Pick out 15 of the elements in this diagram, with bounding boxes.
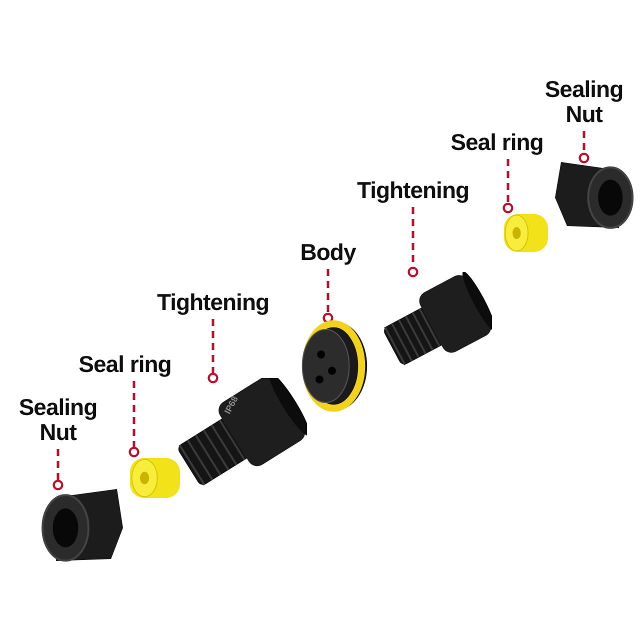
leader-line bbox=[408, 207, 418, 278]
part-label: Tightening bbox=[348, 178, 478, 203]
leader-line bbox=[128, 381, 140, 458]
part-label: Tightening bbox=[148, 290, 278, 315]
leader-line bbox=[578, 131, 590, 164]
part-label: Sealing Nut bbox=[8, 395, 108, 445]
part-label: Seal ring bbox=[437, 130, 557, 155]
product-marking: IP68 bbox=[222, 394, 240, 416]
part-label: Seal ring bbox=[65, 352, 185, 377]
leader-line bbox=[52, 449, 64, 490]
leader-line bbox=[502, 159, 514, 214]
leader-line bbox=[208, 319, 218, 384]
part-label: Sealing Nut bbox=[534, 77, 634, 127]
leader-line bbox=[322, 269, 334, 324]
part-label: Body bbox=[293, 240, 363, 265]
